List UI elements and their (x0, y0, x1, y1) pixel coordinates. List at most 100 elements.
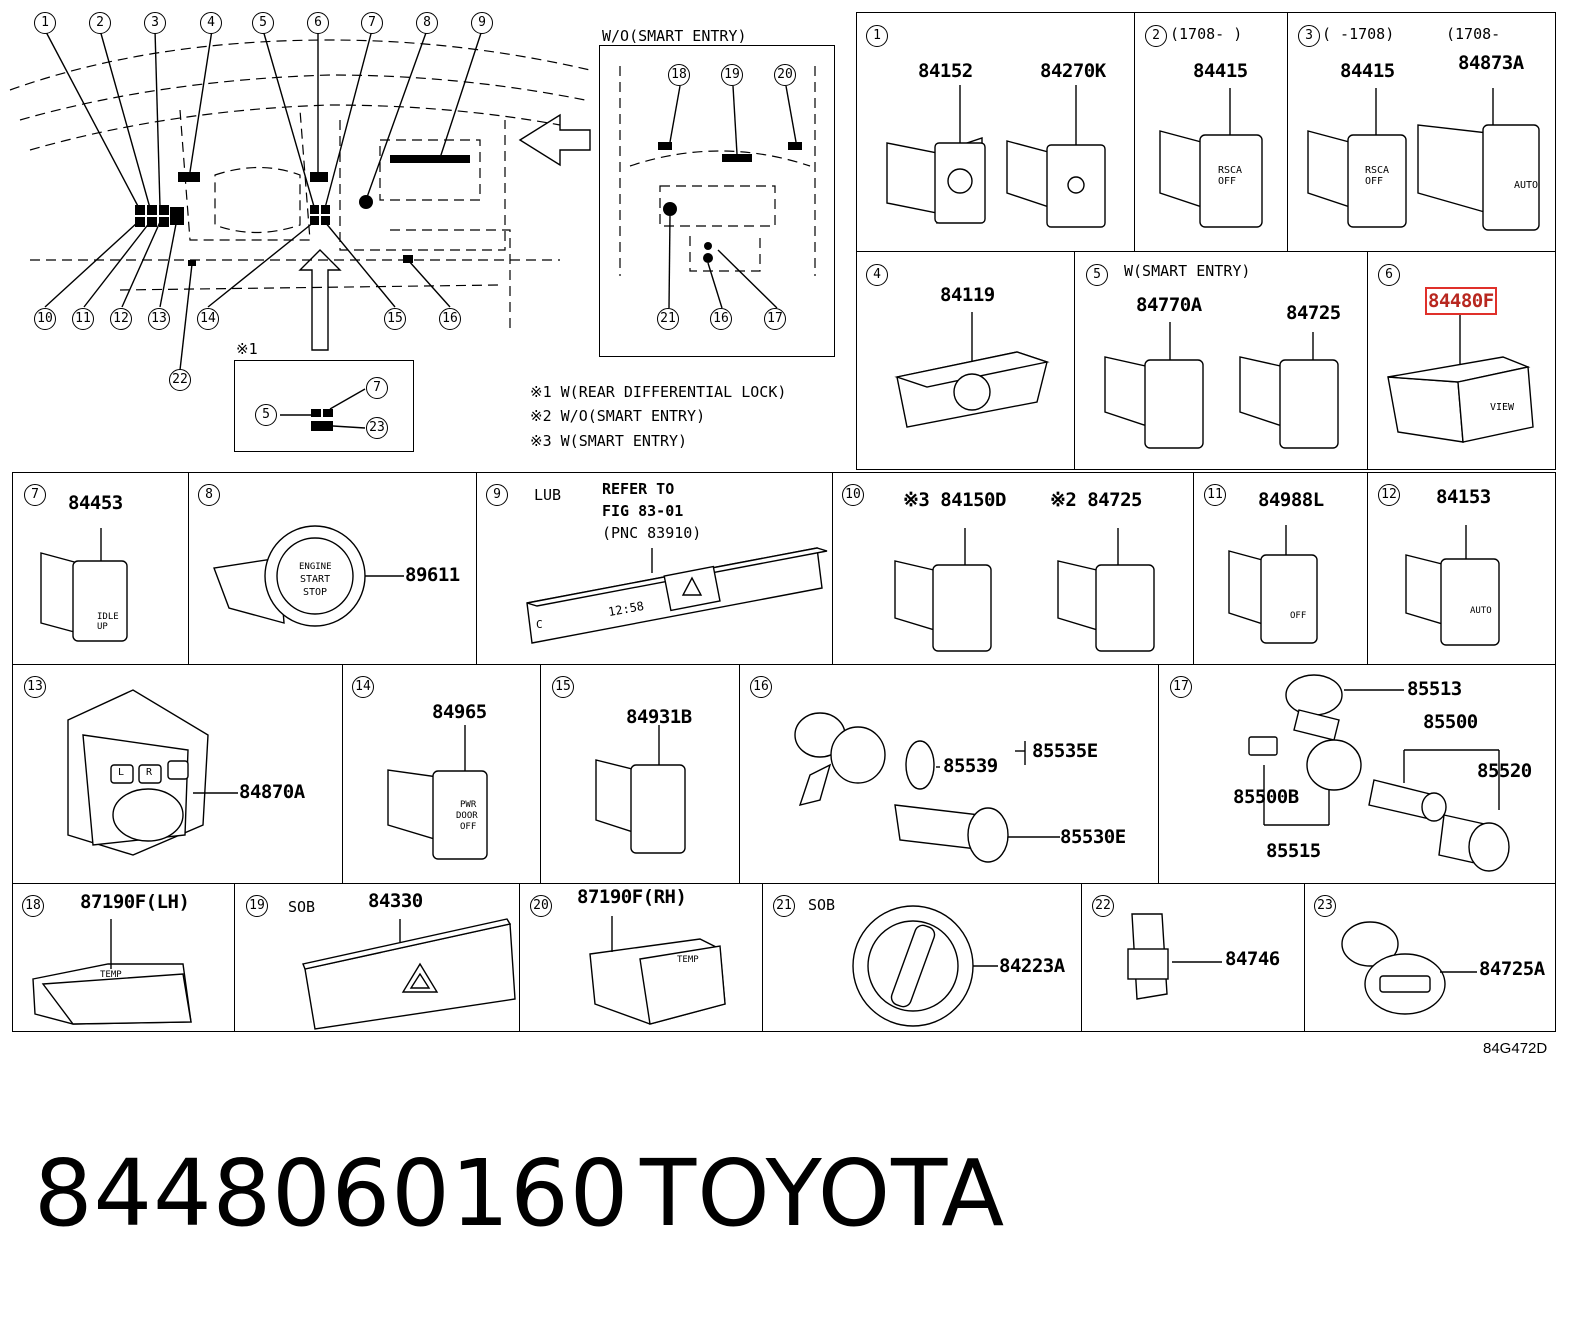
cell-2 (1134, 12, 1288, 252)
cell-8 (188, 472, 477, 665)
cell-11 (1193, 472, 1368, 665)
cell-12 (1367, 472, 1556, 665)
inset-wo-smart-entry (599, 45, 835, 357)
note-line-3: ※3 W(SMART ENTRY) (530, 432, 688, 450)
note-callout-7: 7 (366, 377, 388, 399)
cell-3-num: 3 (1298, 25, 1320, 47)
note-line-2: ※2 W/O(SMART ENTRY) (530, 407, 706, 425)
part-84988L[interactable]: 84988L (1258, 489, 1324, 511)
callout-1: 1 (34, 12, 56, 34)
cell-19-tag: SOB (288, 898, 316, 916)
cell-17-num: 17 (1170, 676, 1192, 698)
cell-10 (832, 472, 1194, 665)
cell-21 (762, 883, 1082, 1032)
part-84931B[interactable]: 84931B (626, 706, 692, 728)
callout-13: 13 (148, 308, 170, 330)
cell-7-num: 7 (24, 484, 46, 506)
cell-15 (540, 664, 740, 884)
cell-19 (234, 883, 520, 1032)
part-84746[interactable]: 84746 (1225, 948, 1280, 970)
cell-20-num: 20 (530, 895, 552, 917)
cell-9-tag: LUB (534, 486, 562, 504)
part-85500[interactable]: 85500 (1423, 711, 1478, 733)
cell-23-num: 23 (1314, 895, 1336, 917)
part-85539[interactable]: 85539 (943, 755, 998, 777)
cell-9-mark: C (536, 618, 543, 631)
part-85520[interactable]: 85520 (1477, 760, 1532, 782)
part-84870A[interactable]: 84870A (239, 781, 305, 803)
part-84725A[interactable]: 84725A (1479, 958, 1545, 980)
cell-11-face: OFF (1290, 611, 1307, 621)
cell-18 (12, 883, 235, 1032)
cell-3-range-a: ( -1708) (1322, 25, 1395, 43)
callout-16: 16 (439, 308, 461, 330)
cell-13-face-r: R (146, 767, 153, 778)
part-84330[interactable]: 84330 (368, 890, 423, 912)
part-84965[interactable]: 84965 (432, 701, 487, 723)
cell-6 (1367, 251, 1556, 470)
cell-20 (519, 883, 763, 1032)
figure-code: 84G472D (1483, 1040, 1548, 1057)
part-84873A[interactable]: 84873A (1458, 52, 1524, 74)
part-84119[interactable]: 84119 (940, 284, 995, 306)
cell-8-face-3: STOP (303, 587, 328, 598)
part-84150D[interactable]: ※3 84150D (903, 489, 1006, 511)
cell-14 (342, 664, 541, 884)
cell-22-num: 22 (1092, 895, 1114, 917)
inset-callout-18: 18 (668, 64, 690, 86)
part-84725-b[interactable]: ※2 84725 (1050, 489, 1143, 511)
cell-15-num: 15 (552, 676, 574, 698)
callout-15: 15 (384, 308, 406, 330)
cell-9-num: 9 (486, 484, 508, 506)
part-84453[interactable]: 84453 (68, 492, 123, 514)
part-84152[interactable]: 84152 (918, 60, 973, 82)
cell-17 (1158, 664, 1556, 884)
cell-23 (1304, 883, 1556, 1032)
cell-9-refer-3: (PNC 83910) (602, 524, 702, 542)
cell-16-num: 16 (750, 676, 772, 698)
part-84153[interactable]: 84153 (1436, 486, 1491, 508)
callout-7: 7 (361, 12, 383, 34)
cell-3-face-b: AUTO (1514, 180, 1539, 191)
note-callout-5: 5 (255, 404, 277, 426)
callout-3: 3 (144, 12, 166, 34)
cell-4 (856, 251, 1075, 470)
part-84415-b[interactable]: 84415 (1340, 60, 1395, 82)
cell-14-face-3: OFF (460, 822, 477, 832)
part-84480F[interactable]: 84480F (1425, 287, 1497, 315)
callout-22: 22 (169, 369, 191, 391)
part-84415-a[interactable]: 84415 (1193, 60, 1248, 82)
part-84223A[interactable]: 84223A (999, 955, 1065, 977)
part-85535E[interactable]: 85535E (1032, 740, 1098, 762)
callout-8: 8 (416, 12, 438, 34)
footer-part-number: 8448060160 (34, 1140, 630, 1247)
cell-13 (12, 664, 343, 884)
part-85513[interactable]: 85513 (1407, 678, 1462, 700)
cell-8-num: 8 (198, 484, 220, 506)
part-85500B[interactable]: 85500B (1233, 786, 1299, 808)
cell-6-num: 6 (1378, 264, 1400, 286)
part-85530E[interactable]: 85530E (1060, 826, 1126, 848)
part-84270K[interactable]: 84270K (1040, 60, 1106, 82)
cell-13-num: 13 (24, 676, 46, 698)
callout-4: 4 (200, 12, 222, 34)
callout-2: 2 (89, 12, 111, 34)
part-84725-a[interactable]: 84725 (1286, 302, 1341, 324)
part-87190F-RH[interactable]: 87190F(RH) (577, 886, 687, 908)
cell-22 (1081, 883, 1305, 1032)
cell-9-refer-1: REFER TO (602, 480, 675, 498)
cell-2-range: (1708- ) (1170, 25, 1243, 43)
note-callout-23: 23 (366, 417, 388, 439)
cell-3-range-b: (1708- (1446, 25, 1501, 43)
part-89611[interactable]: 89611 (405, 564, 460, 586)
part-85515[interactable]: 85515 (1266, 840, 1321, 862)
part-84770A[interactable]: 84770A (1136, 294, 1202, 316)
cell-14-face-1: PWR (460, 800, 477, 810)
cell-14-num: 14 (352, 676, 374, 698)
part-87190F-LH[interactable]: 87190F(LH) (80, 891, 190, 913)
cell-14-face-2: DOOR (456, 811, 478, 821)
cell-18-face: TEMP (100, 970, 122, 980)
cell-16 (739, 664, 1159, 884)
callout-12: 12 (110, 308, 132, 330)
